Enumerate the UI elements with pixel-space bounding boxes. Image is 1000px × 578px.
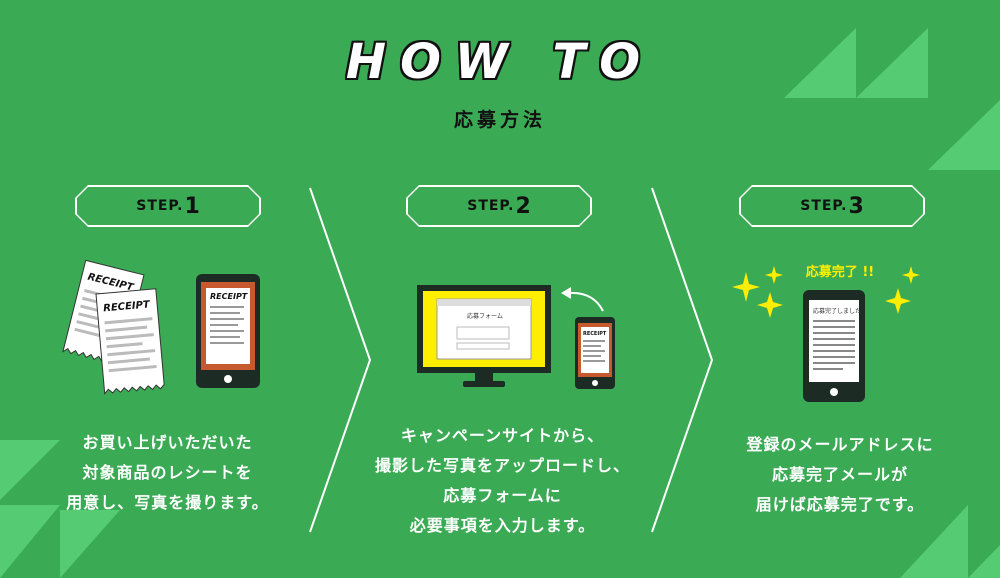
description-line: キャンペーンサイトから、 <box>400 426 605 445</box>
step-1-badge: STEP.1 <box>75 185 261 227</box>
description-line: 必要事項を入力します。 <box>409 516 596 535</box>
description-line: お買い上げいただいた <box>82 433 253 452</box>
decor-triangle <box>856 28 928 98</box>
description-line: 応募完了メールが <box>771 465 908 484</box>
decor-triangle <box>0 440 60 500</box>
step-2-number: 2 <box>515 193 531 219</box>
decor-triangle <box>928 100 1000 170</box>
page-subtitle: 応募方法 <box>453 109 546 131</box>
step-separator <box>309 187 372 533</box>
description-line: 届けば応募完了です。 <box>755 495 925 514</box>
step-3-description: 登録のメールアドレスに 応募完了メールが 届けば応募完了です。 <box>715 430 965 520</box>
description-line: 登録のメールアドレスに <box>746 435 934 454</box>
smartphone-icon: 応募完了しました <box>803 290 865 402</box>
step-2-description: キャンペーンサイトから、 撮影した写真をアップロードし、 応募フォームに 必要事… <box>360 421 645 541</box>
step-1-description: お買い上げいただいた 対象商品のレシートを 用意し、写真を撮ります。 <box>40 428 295 518</box>
decor-triangle <box>900 505 968 578</box>
upload-arrow-head <box>561 287 571 299</box>
page-title: HOW TO <box>345 34 655 90</box>
sparkle-icon <box>885 288 911 314</box>
phone-receipt-label: RECEIPT <box>210 292 248 301</box>
step-3-word: STEP. <box>800 198 848 214</box>
step-separator <box>651 187 714 533</box>
monitor-icon: 応募フォーム <box>417 285 551 387</box>
decor-triangle <box>0 505 60 578</box>
receipt-label: RECEIPT <box>103 299 152 314</box>
step-1-word: STEP. <box>136 198 184 214</box>
step-3-badge: STEP.3 <box>739 185 925 227</box>
step-1-number: 1 <box>184 193 200 219</box>
phone-receipt-label: RECEIPT <box>583 331 607 337</box>
decor-triangle <box>968 545 1000 578</box>
upload-arrow-icon <box>566 291 604 312</box>
sparkle-icon <box>765 266 783 284</box>
form-label: 応募フォーム <box>467 312 503 320</box>
phone-confirmation-label: 応募完了しました <box>813 307 861 315</box>
description-line: 撮影した写真をアップロードし、 <box>374 456 630 475</box>
sparkle-icon <box>732 272 760 302</box>
decor-triangle <box>784 28 856 98</box>
sparkle-icon <box>902 266 920 284</box>
description-line: 対象商品のレシートを <box>82 463 253 482</box>
step-2-word: STEP. <box>467 198 515 214</box>
smartphone-icon: RECEIPT <box>196 274 260 388</box>
step-1-illustration: RECEIPT RECEIPT RECEIPT <box>62 259 260 395</box>
receipt-front-icon: RECEIPT <box>95 288 165 395</box>
description-line: 用意し、写真を撮ります。 <box>66 493 269 512</box>
step-3-number: 3 <box>848 193 864 219</box>
step-2-illustration: 応募フォーム RECEIPT <box>417 285 615 389</box>
description-line: 応募フォームに <box>443 486 562 505</box>
decor-triangle <box>60 510 120 578</box>
done-label: 応募完了 !! <box>805 265 875 280</box>
step-2-badge: STEP.2 <box>406 185 592 227</box>
smartphone-icon: RECEIPT <box>575 317 615 389</box>
step-3-illustration: 応募完了しました <box>732 266 920 402</box>
sparkle-icon <box>757 292 783 318</box>
